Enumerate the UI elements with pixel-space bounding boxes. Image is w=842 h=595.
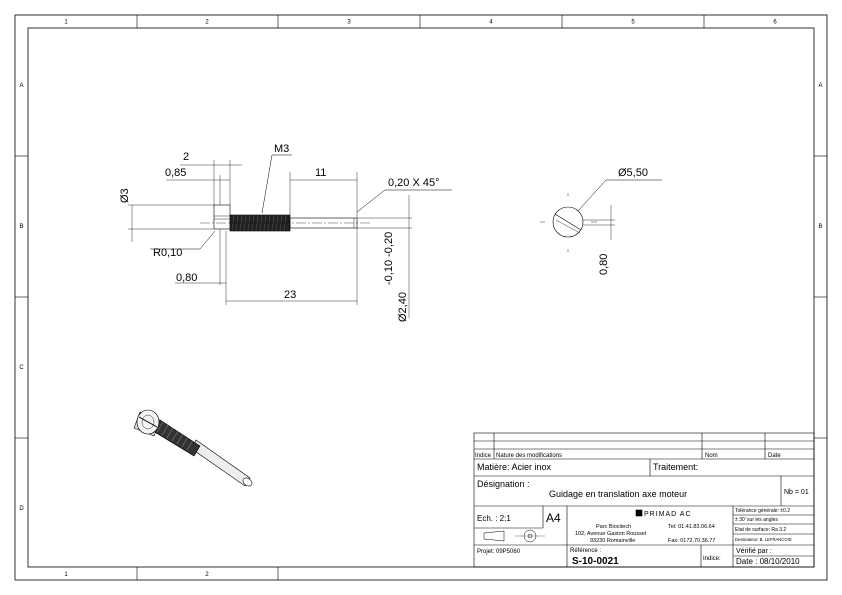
verified-by: Vérifié par : bbox=[736, 548, 772, 555]
company-address-2: 102, Avenue Gaston Roussel bbox=[575, 531, 646, 537]
row-label-right-b: B bbox=[818, 224, 822, 230]
dim-11: 11 bbox=[315, 167, 326, 179]
row-label-left-a: A bbox=[19, 83, 23, 89]
project: Projet: 09P5060 bbox=[477, 549, 521, 555]
row-label-right-a: A bbox=[818, 83, 822, 89]
reference-label: Référence : bbox=[570, 548, 601, 554]
general-tolerance: Tolérance générale: ±0.2 bbox=[735, 508, 790, 514]
quantity: Nb = 01 bbox=[784, 489, 809, 496]
drafter: Dessinateur: B. LEFRANCOIS bbox=[735, 537, 792, 542]
row-label-left-d: D bbox=[19, 506, 24, 512]
dim-chamfer: 0,20 X 45° bbox=[388, 177, 440, 189]
isometric-view bbox=[133, 409, 253, 487]
side-view bbox=[128, 154, 452, 318]
screw-head bbox=[213, 204, 231, 230]
end-view bbox=[540, 179, 662, 252]
dim-phi2-40: Ø2,40 bbox=[397, 292, 409, 322]
company-address-1: Parc Biocitech bbox=[596, 524, 631, 530]
inner-frame bbox=[27, 27, 815, 568]
end-view-dimensions: Ø5,50 0,80 bbox=[598, 167, 648, 275]
dim-0-80: 0,80 bbox=[176, 272, 197, 284]
company-logo-icon bbox=[635, 509, 643, 517]
drawing-date: Date : 08/10/2010 bbox=[736, 557, 800, 566]
dim-23: 23 bbox=[284, 289, 296, 301]
dim-phi5-50: Ø5,50 bbox=[618, 167, 648, 179]
end-view-circle bbox=[552, 206, 584, 238]
row-label-left-b: B bbox=[19, 224, 23, 230]
col-label-bottom-2: 2 bbox=[205, 572, 209, 578]
dim-2: 2 bbox=[183, 151, 189, 163]
scale: Ech. : 2:1 bbox=[477, 514, 511, 523]
rev-indice-header: Indice bbox=[475, 453, 492, 459]
rev-nom-header: Nom bbox=[705, 453, 718, 459]
rev-date-header: Date bbox=[768, 453, 781, 459]
col-label-top-4: 4 bbox=[489, 20, 493, 26]
dim-tolerance: -0,10 -0,20 bbox=[383, 232, 395, 285]
title-block bbox=[473, 432, 815, 568]
angle-tolerance: ± 30' sur les angles bbox=[735, 517, 778, 523]
col-label-top-5: 5 bbox=[631, 20, 635, 26]
dim-0-85: 0,85 bbox=[165, 167, 186, 179]
col-label-top-1: 1 bbox=[64, 20, 68, 26]
surface-finish: Etat de surface: Ra 3.2 bbox=[735, 527, 786, 533]
company-address-3: 93230 Romainville bbox=[590, 538, 635, 544]
dim-0-80-slot: 0,80 bbox=[598, 254, 610, 275]
rev-nature-header: Nature des modifications bbox=[496, 453, 562, 459]
material: Matière: Acier inox bbox=[477, 462, 552, 472]
row-label-left-c: C bbox=[19, 365, 24, 371]
dim-m3: M3 bbox=[274, 143, 289, 155]
company-name: PRIMAD AC bbox=[644, 511, 692, 518]
company-fax: Fax: 0172.70.36.77 bbox=[668, 538, 715, 544]
zone-dividers bbox=[15, 15, 827, 580]
outer-border bbox=[14, 14, 828, 581]
side-view-dimensions: 2 0,85 M3 11 0,20 X 45° Ø3 R0,10 0,80 23… bbox=[119, 143, 440, 322]
treatment: Traitement: bbox=[653, 462, 698, 472]
dim-r0-10: R0,10 bbox=[153, 247, 182, 259]
revision-index-label: Indice: bbox=[703, 556, 721, 562]
col-label-bottom-1: 1 bbox=[64, 572, 68, 578]
designation: Guidage en translation axe moteur bbox=[549, 489, 687, 499]
col-label-top-2: 2 bbox=[205, 20, 209, 26]
zone-labels: 1 2 3 4 5 6 1 2 A B C D A B bbox=[19, 20, 822, 579]
company-phone: Tel: 01.41.83.06.64 bbox=[668, 524, 715, 530]
designation-label: Désignation : bbox=[477, 479, 530, 489]
reference: S-10-0021 bbox=[572, 556, 619, 567]
title-block-text: Indice Nature des modifications Nom Date… bbox=[475, 453, 809, 567]
col-label-top-6: 6 bbox=[773, 20, 777, 26]
dim-phi3: Ø3 bbox=[119, 188, 131, 203]
paper-format: A4 bbox=[546, 511, 561, 525]
col-label-top-3: 3 bbox=[347, 20, 351, 26]
